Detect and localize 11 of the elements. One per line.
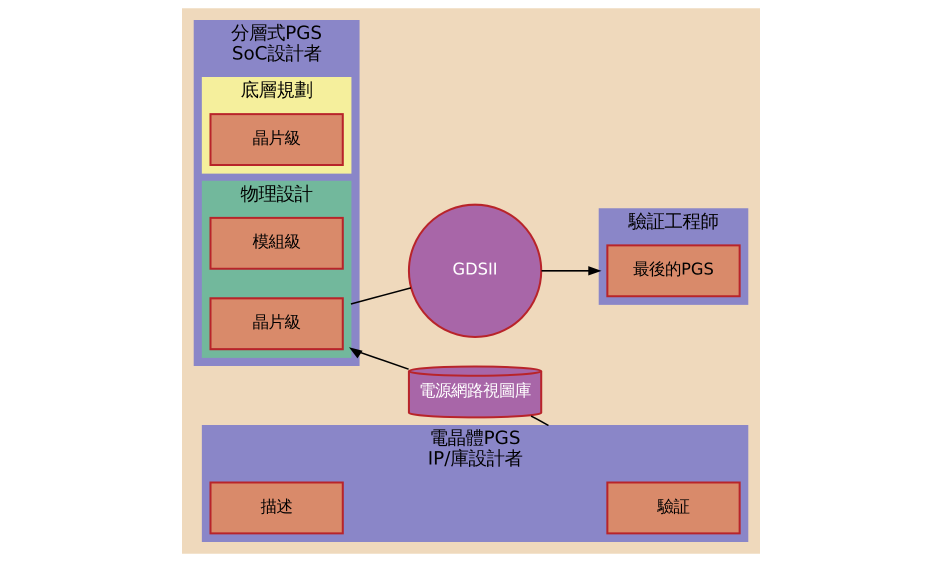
node-box: 晶片級	[208, 113, 344, 166]
connector	[530, 415, 548, 426]
node-circle: GDSII	[407, 204, 542, 338]
node-box: 模組級	[208, 216, 344, 270]
node-box: 驗証	[606, 481, 740, 534]
connector	[350, 287, 411, 305]
node-box: 晶片級	[208, 297, 344, 350]
arrow	[348, 347, 408, 370]
node-box: 描述	[208, 481, 344, 534]
node-box: 最後的PGS	[606, 244, 740, 298]
arrow	[541, 266, 602, 276]
